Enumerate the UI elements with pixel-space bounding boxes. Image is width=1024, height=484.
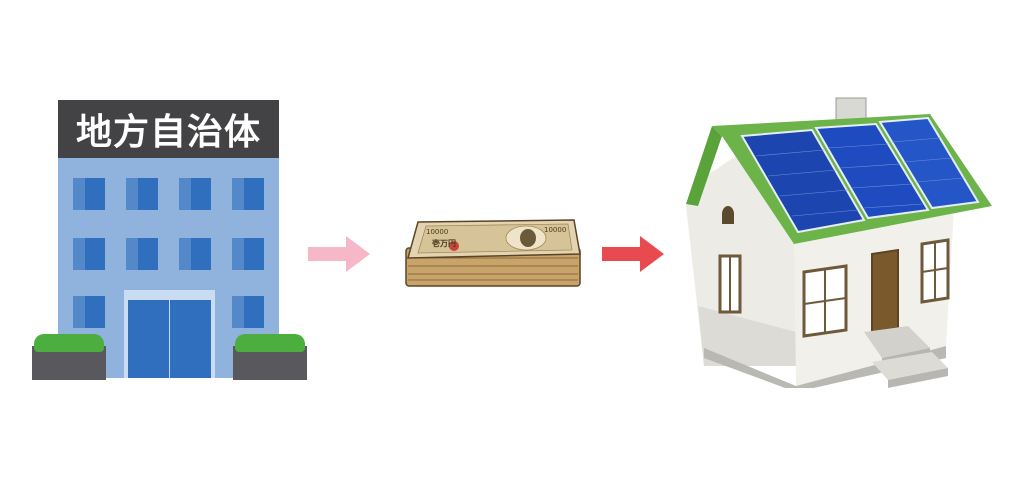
building-window (232, 178, 264, 210)
building-window (73, 296, 105, 328)
building-window (179, 178, 211, 210)
note-denomination: 10000 (426, 228, 448, 236)
note-denomination-right: 10000 (544, 226, 566, 234)
building-sign: 地方自治体 (58, 100, 279, 158)
building-window (232, 296, 264, 328)
building-sign-label: 地方自治体 (75, 112, 261, 153)
arrow-right-icon-shape-2 (602, 236, 664, 272)
building-window (126, 238, 158, 270)
building-window (73, 178, 105, 210)
building-window (232, 238, 264, 270)
building-door-right (170, 300, 211, 378)
arrow-right-icon-shape-1 (308, 236, 370, 272)
arrow-right-icon (308, 236, 370, 272)
banknote-stack-icon: 10000 10000 壱万円 (405, 219, 581, 287)
building-door-left (128, 300, 169, 378)
note-label: 壱万円 (432, 238, 456, 248)
solar-panels (740, 116, 980, 234)
left-planter (32, 334, 106, 380)
building-window (179, 238, 211, 270)
building-window (73, 238, 105, 270)
building-window (126, 178, 158, 210)
arrow-right-icon (602, 236, 664, 272)
right-planter (233, 334, 307, 380)
solar-house-icon (686, 97, 992, 388)
